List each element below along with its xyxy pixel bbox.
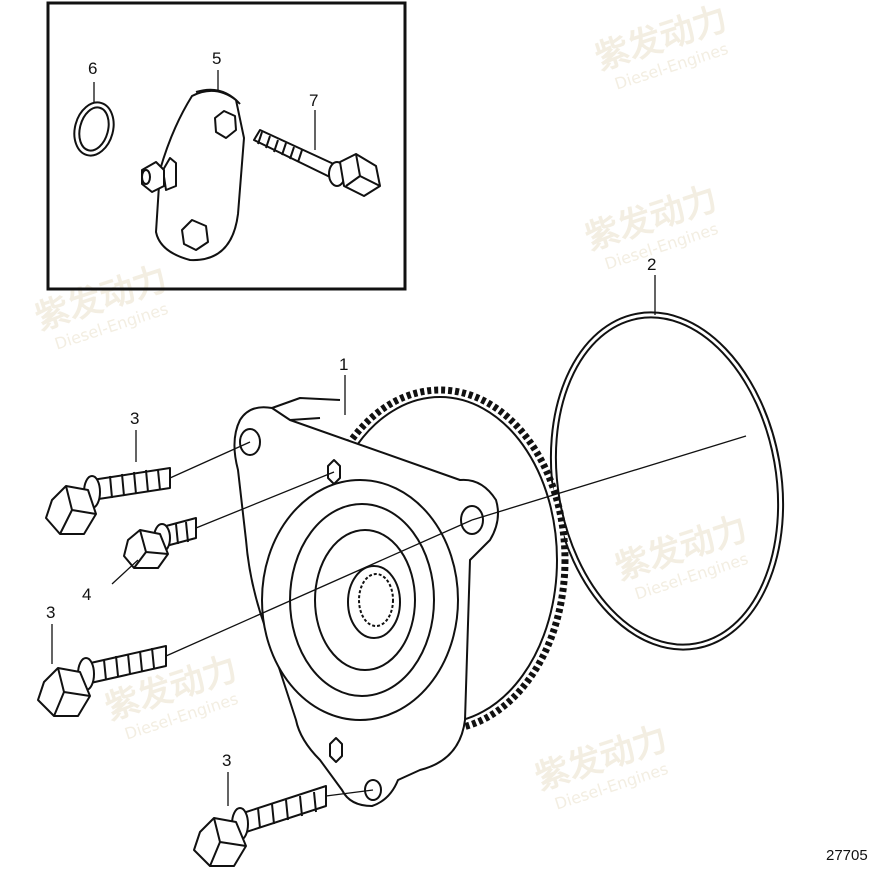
callout-oil-pump-assembly: 1 (339, 355, 348, 374)
small-bolt-part (123, 517, 197, 569)
sealing-ring-part (73, 101, 115, 157)
callout-flange-bolt-middle: 3 (46, 603, 55, 622)
flange-bolt-middle-part (37, 645, 167, 717)
callout-labels: 6 5 7 1 2 3 4 3 3 (46, 49, 656, 770)
watermark: 紫发动力 Diesel-Engines (610, 508, 752, 603)
watermark: 紫发动力 Diesel-Engines (30, 258, 172, 353)
callout-cover-plate: 5 (212, 49, 221, 68)
leader-lines (51, 70, 747, 806)
watermark: 紫发动力 Diesel-Engines (530, 718, 672, 813)
callout-flange-bolt-top: 3 (130, 409, 139, 428)
callout-flange-bolt-bottom: 3 (222, 751, 231, 770)
inset-bolt-part (253, 129, 381, 197)
callout-sealing-ring: 6 (88, 59, 97, 78)
watermark: 紫发动力 Diesel-Engines (590, 0, 732, 94)
callout-small-bolt: 4 (82, 585, 91, 604)
callout-inset-bolt: 7 (309, 91, 318, 110)
oil-pump-assembly-part (233, 386, 569, 807)
drawing-number: 27705 (826, 847, 868, 864)
cover-plate-part (141, 88, 245, 262)
inset-frame (46, 1, 407, 291)
large-o-ring-part (549, 311, 785, 651)
flange-bolt-top-part (45, 467, 171, 535)
callout-large-o-ring: 2 (647, 255, 656, 274)
flange-bolt-bottom-part (193, 785, 327, 867)
